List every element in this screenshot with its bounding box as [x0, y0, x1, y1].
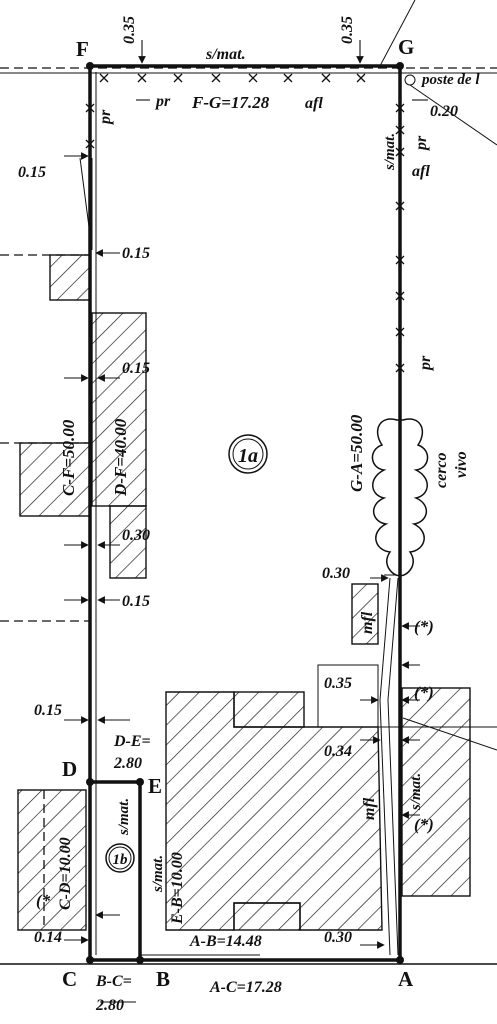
note-star-left: (*	[36, 891, 51, 910]
measure-fg: F-G=17.28	[191, 93, 270, 112]
lot-1b-label: 1b	[113, 852, 129, 868]
building-035-box	[317, 664, 379, 728]
point-d: D	[62, 757, 77, 781]
fence-crosses	[85, 73, 405, 373]
point-c: C	[62, 967, 77, 991]
measure-ab: A-B=14.48	[189, 933, 262, 950]
measure-de-label: D-E=	[113, 733, 151, 750]
note-poste: poste de l	[420, 72, 480, 88]
note-pr-right-mid: pr	[417, 355, 434, 372]
note-afl-right: afl	[412, 163, 430, 180]
measure-bc-label: B-C=	[95, 973, 132, 990]
building-main-annex	[233, 691, 305, 728]
hedge-outline	[371, 418, 429, 577]
offset-left-015-a: 0.15	[18, 164, 46, 181]
measure-df: D-F=40.00	[111, 418, 130, 497]
note-smat-right: s/mat.	[382, 133, 398, 171]
measure-cf: C-F=50.00	[59, 419, 78, 496]
note-mfl-lower: mfl	[361, 797, 378, 820]
note-smat-eb: s/mat.	[150, 855, 166, 893]
note-mfl-upper: mfl	[359, 611, 376, 634]
offset-values: 0.35 0.35 0.20 0.15 0.15 0.15 0.30 0.15 …	[18, 16, 458, 946]
main-measures: F-G=17.28 G-A=50.00 C-F=50.00 D-F=40.00 …	[57, 93, 366, 1014]
boundaries	[0, 0, 497, 965]
offset-right-030-a: 0.30	[322, 565, 350, 582]
point-e: E	[148, 774, 162, 798]
note-smat-top: s/mat.	[205, 46, 246, 63]
building-left-3	[19, 442, 91, 517]
note-smat-1b: s/mat.	[116, 798, 132, 836]
building-mfl-upper	[351, 583, 379, 645]
point-g: G	[398, 35, 414, 59]
note-vivo: vivo	[453, 451, 470, 478]
offset-top-right: 0.35	[339, 16, 356, 44]
neighbor-buildings	[17, 254, 471, 931]
measure-ac: A-C=17.28	[209, 979, 282, 996]
offset-left-015-b: 0.15	[122, 245, 150, 262]
building-main-step	[233, 902, 301, 931]
offset-left-015-e: 0.15	[34, 702, 62, 719]
note-pr-right-top: pr	[413, 135, 430, 152]
offset-left-015-c: 0.15	[122, 360, 150, 377]
offset-bottom-014: 0.14	[34, 929, 62, 946]
building-main	[165, 691, 383, 931]
note-star-3: (*)	[414, 815, 434, 834]
lot-1a-label: 1a	[238, 445, 258, 467]
building-left-5	[17, 789, 87, 931]
measure-de-value: 2.80	[113, 755, 142, 772]
measure-bc-value: 2.80	[95, 997, 124, 1014]
building-left-4	[109, 505, 147, 579]
offset-left-030: 0.30	[122, 527, 150, 544]
poste-marker	[404, 74, 416, 86]
lot-1b-badge: 1b	[105, 843, 135, 873]
dimension-arrows	[64, 40, 428, 1003]
offset-right-035: 0.35	[324, 675, 352, 692]
note-afl-top: afl	[305, 95, 323, 112]
building-left-2	[91, 312, 147, 507]
corner-dots	[86, 62, 404, 964]
note-pr-left: pr	[97, 109, 114, 126]
building-left-1	[49, 254, 91, 301]
offset-bottom-030: 0.30	[324, 929, 352, 946]
measure-cd: C-D=10.00	[57, 837, 74, 910]
note-star-1: (*)	[414, 617, 434, 636]
offset-right-top: 0.20	[430, 103, 458, 120]
note-smat-right-low: s/mat.	[408, 773, 424, 811]
offset-right-034: 0.34	[324, 743, 352, 760]
note-pr-top: pr	[154, 93, 171, 110]
point-a: A	[398, 967, 414, 991]
lot-1a-badge: 1a	[228, 434, 268, 474]
dashed-limits	[0, 67, 497, 930]
note-cerco: cerco	[433, 452, 450, 488]
point-labels: F G D E C B A	[62, 35, 414, 991]
building-right	[401, 687, 471, 897]
measure-ga: G-A=50.00	[347, 414, 366, 492]
note-star-2: (*)	[414, 683, 434, 702]
annotations: s/mat. s/mat. s/mat. s/mat. s/mat. pr pr…	[36, 46, 480, 910]
offset-left-015-d: 0.15	[122, 593, 150, 610]
measure-eb: E-B=10.00	[169, 852, 186, 925]
point-f: F	[76, 37, 89, 61]
offset-top-left: 0.35	[121, 16, 138, 44]
point-b: B	[156, 967, 170, 991]
